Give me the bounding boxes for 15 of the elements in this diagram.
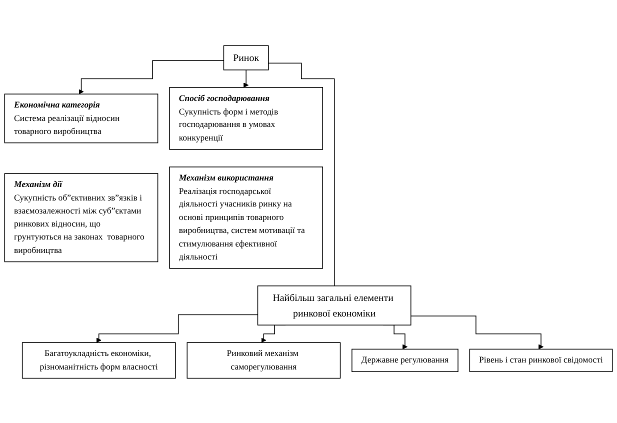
node-box: Державне регулювання — [352, 348, 458, 372]
arrow — [78, 60, 224, 94]
node-box: Ринковий механізм саморегулювання — [186, 342, 341, 378]
node-box: Багатоукладність економіки, різноманітність форм власності — [22, 342, 176, 378]
node-box: Механізм дії Сукупність об”єктивних зв”язків і взаємозалежності між суб”єктами ринкових відносин, що грунтуються на законах товарного виробництва — [4, 172, 158, 262]
node-box: Найбільш загальні елементи ринкової економіки — [257, 285, 412, 325]
node-box: Рівень і стан ринкової свідомості — [469, 348, 613, 372]
arrow — [410, 315, 544, 349]
node-box: Механізм використання Реалізація господарської діяльності учасників ринку на основі принципів товарного виробництва, систем мотивації та стимулювання єфективної діяльності — [169, 166, 324, 268]
arrow — [244, 69, 249, 88]
connector — [268, 62, 335, 286]
arrow — [96, 314, 258, 342]
node-box: Економічна категорія Система реалізації відносин товарного виробництва — [4, 93, 158, 143]
node-box: Ринок — [223, 44, 269, 70]
node-box: Спосіб господарювання Сукупність форм і методів господарювання в умовах конкуренції — [169, 86, 324, 150]
